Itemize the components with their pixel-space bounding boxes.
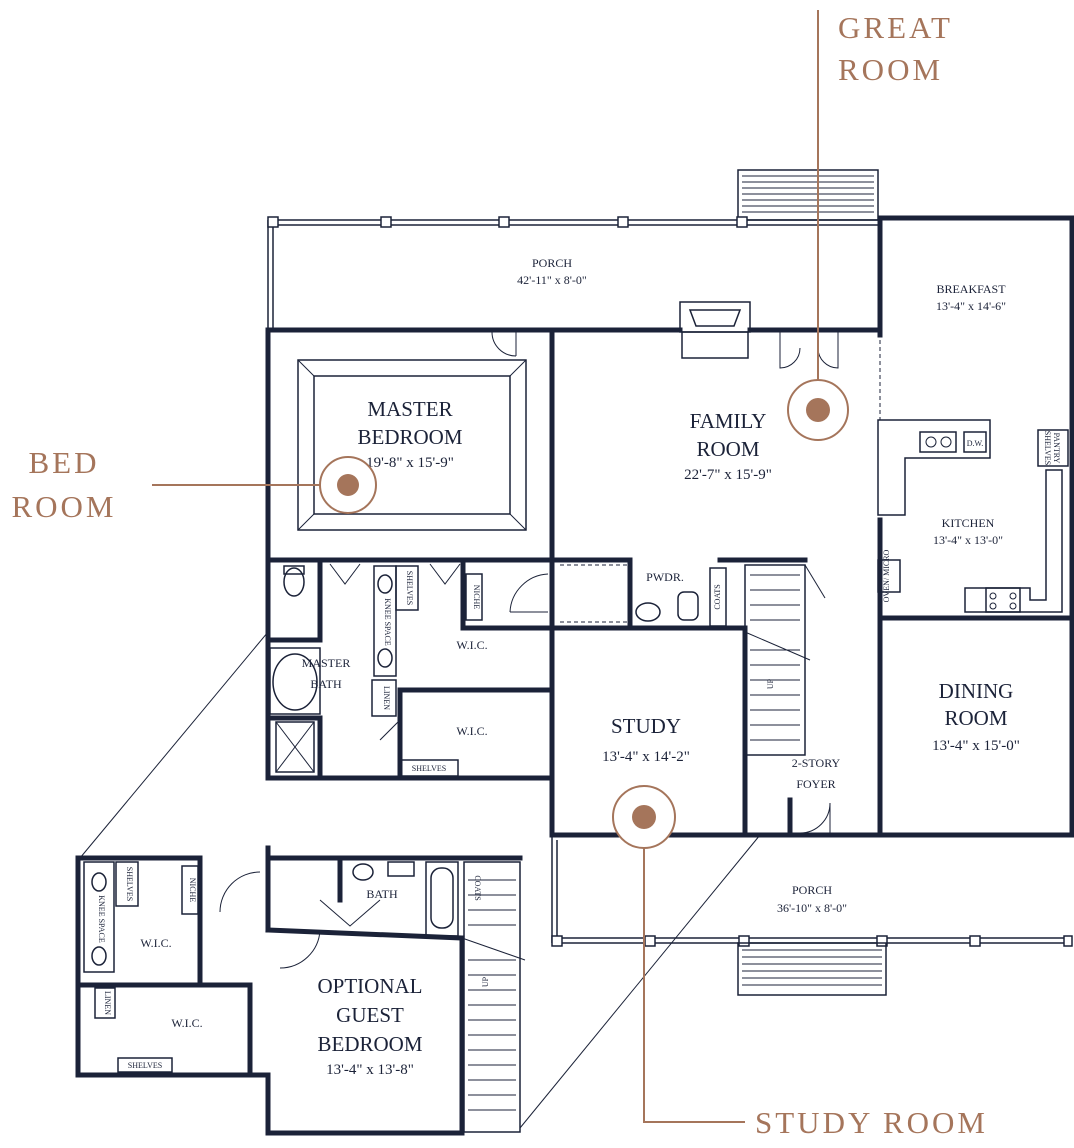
master-bedroom-dims: 19'-8" x 15'-9" [366, 455, 454, 471]
shelves-label-inset: SHELVES [125, 867, 134, 901]
callout-bed-room[interactable]: BED ROOM [11, 445, 377, 524]
openings [560, 340, 881, 623]
guest-bedroom-line2: GUEST [336, 1003, 404, 1027]
porch-rear-name: PORCH [532, 256, 572, 270]
niche-label-inset: NICHE [188, 878, 197, 903]
breakfast-name: BREAKFAST [936, 282, 1006, 296]
study-room-callout-label: STUDY ROOM [755, 1105, 988, 1140]
powder-fixtures [635, 567, 727, 627]
knee-space-label: KNEE SPACE [383, 598, 392, 646]
porch-front-dims: 36'-10" x 8'-0" [777, 901, 847, 915]
master-bath-line2: BATH [310, 677, 342, 691]
study-name: STUDY [611, 714, 681, 738]
bed-room-callout-line2: ROOM [11, 489, 116, 524]
kitchen-counter [877, 419, 1069, 613]
wic-upper-name: W.I.C. [456, 638, 487, 652]
room-labels: PORCH 42'-11" x 8'-0" BREAKFAST 13'-4" x… [140, 256, 1019, 1078]
guest-suite-inset [75, 631, 761, 1136]
family-room-line1: FAMILY [690, 409, 767, 433]
dw-label: D.W. [967, 439, 984, 448]
up-label-inset: UP [481, 976, 490, 987]
knee-space-label-inset: KNEE SPACE [97, 895, 106, 943]
callout-great-room[interactable]: GREAT ROOM [787, 10, 953, 441]
master-bath-fixtures [269, 565, 483, 777]
dining-room-line2: ROOM [944, 706, 1007, 730]
guest-bedroom-line1: OPTIONAL [318, 974, 423, 998]
linen-label-inset: LINEN [103, 991, 112, 1015]
tray-ceiling [297, 359, 527, 531]
kitchen-dims: 13'-4" x 13'-0" [933, 533, 1003, 547]
great-room-callout-line2: ROOM [838, 52, 943, 87]
bed-room-marker-dot [337, 474, 359, 496]
interior-walls [265, 327, 1074, 838]
guest-bedroom-dims: 13'-4" x 13'-8" [326, 1062, 414, 1078]
oven-micro-label: OVEN/ MICRO [882, 549, 891, 602]
fixture-labels: D.W. PANTRY SHELVES OVEN/ MICRO COATS SH… [97, 431, 1061, 1070]
family-room-line2: ROOM [696, 437, 759, 461]
inset-wic-upper-name: W.I.C. [140, 936, 171, 950]
breakfast-dims: 13'-4" x 14'-6" [936, 299, 1006, 313]
shelves-label-kitchen: SHELVES [1043, 431, 1052, 465]
porch-rear-dims: 42'-11" x 8'-0" [517, 273, 587, 287]
study-room-marker-dot [632, 805, 656, 829]
guest-bath-name: BATH [366, 887, 398, 901]
study-dims: 13'-4" x 14'-2" [602, 749, 690, 765]
rear-porch [267, 169, 879, 330]
master-bath-line1: MASTER [302, 656, 351, 670]
bed-room-callout-line1: BED [29, 445, 100, 480]
great-room-callout-line1: GREAT [838, 10, 953, 45]
main-stairs [744, 564, 826, 756]
shelves-label-bath: SHELVES [405, 571, 414, 605]
porch-front-name: PORCH [792, 883, 832, 897]
coats-label: COATS [713, 584, 722, 609]
shelves-label-inset-wic: SHELVES [128, 1061, 162, 1070]
niche-label: NICHE [472, 585, 481, 610]
guest-bedroom-line3: BEDROOM [317, 1032, 422, 1056]
shelves-label-wic: SHELVES [412, 764, 446, 773]
foyer-line2: FOYER [796, 777, 835, 791]
pwdr-name: PWDR. [646, 570, 684, 584]
pantry-label: PANTRY [1052, 433, 1061, 464]
dining-room-dims: 13'-4" x 15'-0" [932, 738, 1020, 754]
fireplace [679, 301, 751, 359]
kitchen-name: KITCHEN [942, 516, 995, 530]
coats-label-inset: COATS [473, 875, 482, 900]
up-label-main: UP [766, 678, 775, 689]
foyer-line1: 2-STORY [792, 756, 841, 770]
inset-wic-lower-name: W.I.C. [171, 1016, 202, 1030]
dining-room-line1: DINING [939, 679, 1014, 703]
master-bedroom-line2: BEDROOM [357, 425, 462, 449]
family-room-dims: 22'-7" x 15'-9" [684, 467, 772, 483]
wic-lower-name: W.I.C. [456, 724, 487, 738]
linen-label: LINEN [382, 686, 391, 710]
callout-study-room[interactable]: STUDY ROOM [612, 785, 988, 1140]
master-bedroom-line1: MASTER [367, 397, 452, 421]
great-room-marker-dot [806, 398, 830, 422]
front-porch [551, 835, 1073, 996]
